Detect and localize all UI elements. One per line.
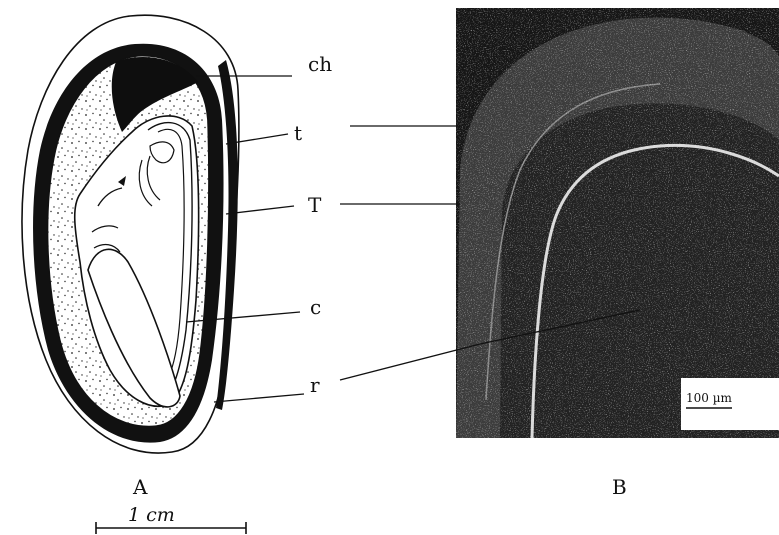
label-cotyledon: c (310, 295, 321, 319)
label-tegmen: t (294, 121, 302, 145)
micrograph-scale-label: 100 µm (686, 391, 733, 405)
panel-label-a: A (132, 475, 148, 499)
micrograph-scale-box: 100 µm (681, 378, 779, 430)
micrograph (456, 8, 779, 438)
drawing-scale-bar: 1 cm (96, 504, 246, 534)
label-testa: T (308, 193, 322, 217)
label-chalaza: ch (308, 52, 332, 76)
leader-r (214, 394, 304, 402)
panel-label-b: B (612, 475, 627, 499)
label-radicle: r (310, 373, 320, 397)
drawing-scale-label: 1 cm (128, 504, 175, 526)
seed-drawing (22, 15, 239, 453)
